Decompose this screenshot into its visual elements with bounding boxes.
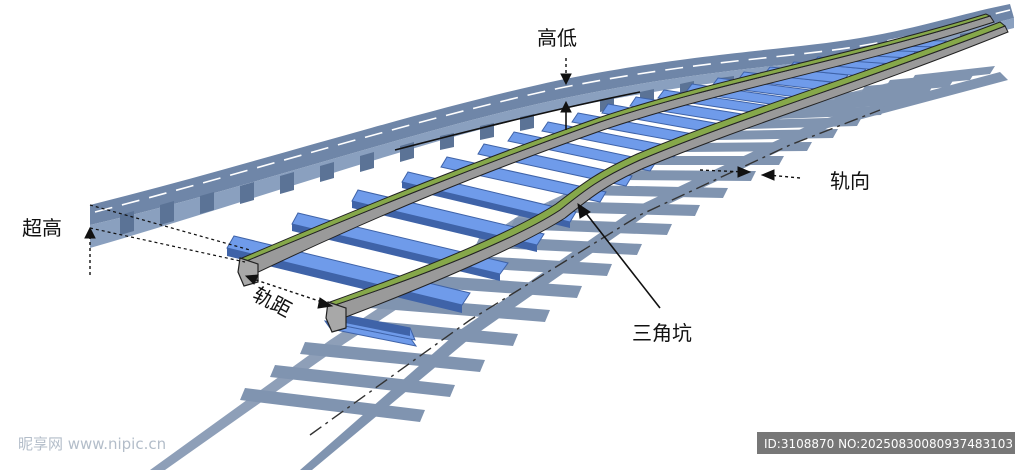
label-sanjiaokeng: 三角坑 bbox=[632, 321, 692, 345]
left-rail bbox=[237, 13, 995, 287]
label-gaodi: 高低 bbox=[537, 26, 577, 50]
annotations bbox=[84, 58, 801, 309]
watermark-brand: 昵享网 www.nipic.cn bbox=[18, 435, 166, 453]
label-chaogao: 超高 bbox=[22, 216, 62, 240]
watermark-id-box bbox=[757, 432, 1015, 454]
watermark-id: ID:3108870 NO:20250830080937483103 bbox=[764, 437, 1013, 451]
label-guixiang: 轨向 bbox=[830, 169, 870, 193]
vertical-profile bbox=[90, 4, 1014, 248]
track-centerline bbox=[309, 109, 881, 436]
right-rail bbox=[325, 21, 1009, 333]
